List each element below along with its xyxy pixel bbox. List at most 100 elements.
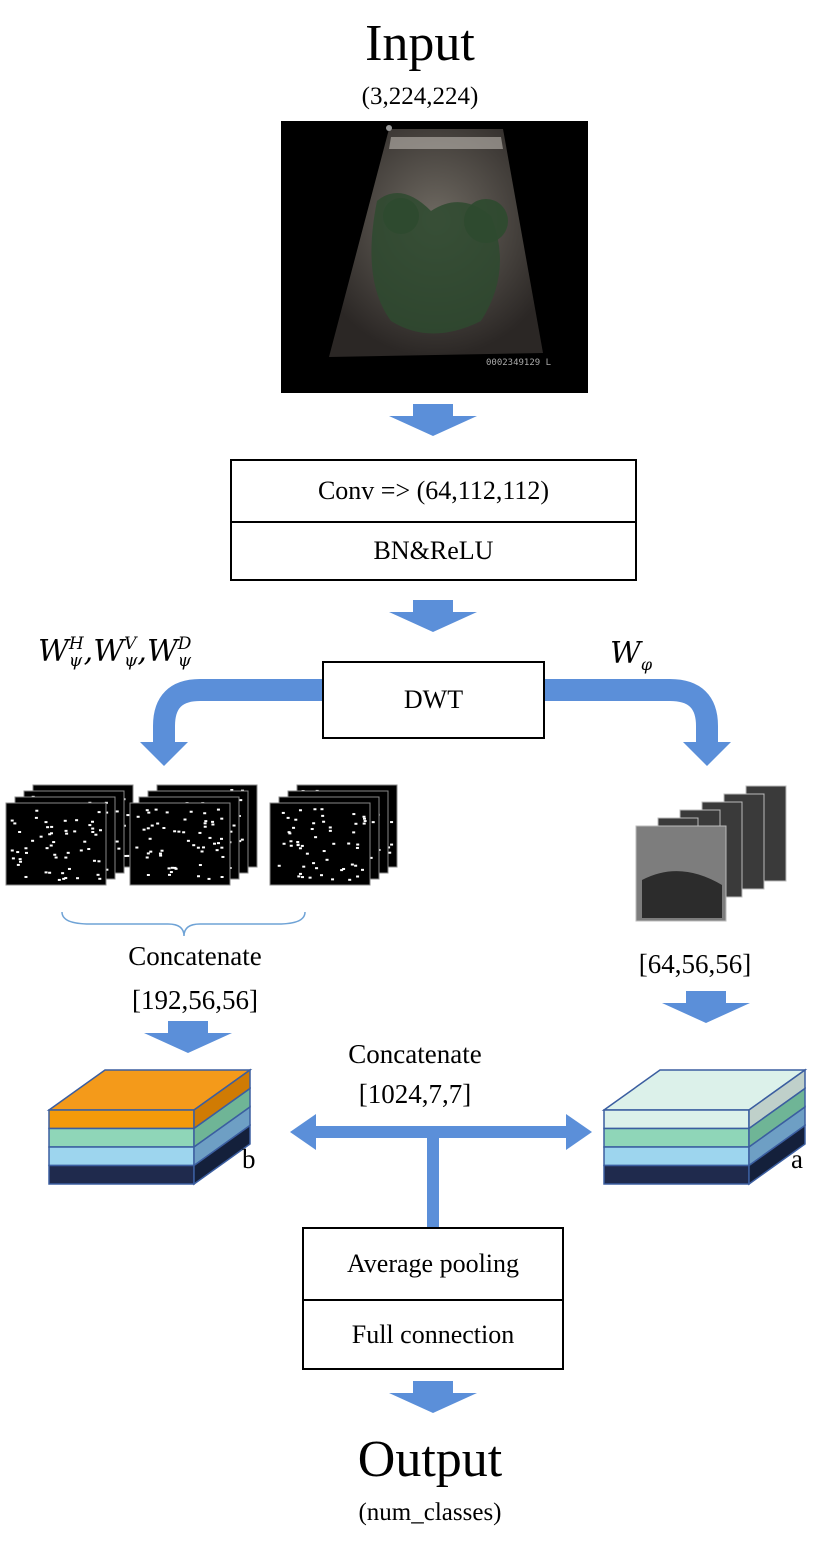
feature-noise	[213, 842, 217, 845]
feature-noise	[115, 840, 119, 843]
feature-noise	[34, 816, 38, 819]
svg-text:0002349129 L: 0002349129 L	[486, 358, 551, 368]
dwt-branch-left-head	[140, 742, 188, 766]
feature-noise	[356, 843, 360, 846]
feature-noise	[145, 809, 149, 812]
down-arrow-output	[389, 1381, 477, 1413]
feature-noise	[92, 859, 96, 862]
feature-noise	[94, 833, 98, 836]
feature-noise	[196, 846, 200, 849]
feature-noise	[300, 876, 304, 879]
stack-label-a: a	[791, 1144, 803, 1174]
feature-noise	[286, 816, 290, 819]
feature-noise	[91, 820, 95, 823]
feature-noise	[79, 849, 83, 852]
feature-noise	[289, 840, 293, 843]
feature-noise	[18, 830, 22, 833]
feature-noise	[216, 842, 220, 845]
feature-noise	[96, 873, 100, 876]
feature-noise	[18, 858, 22, 861]
bn-relu-cell: BN&ReLU	[373, 536, 494, 565]
feature-noise	[352, 831, 356, 834]
feature-noise	[371, 821, 375, 824]
feature-noise	[169, 871, 173, 874]
feature-noise	[146, 873, 150, 876]
feature-noise	[160, 849, 164, 852]
stack-b-layer-3	[48, 1164, 195, 1185]
feature-noise	[31, 839, 35, 842]
feature-noise	[298, 809, 302, 812]
feature-noise	[296, 844, 300, 847]
feature-noise	[387, 846, 391, 849]
feature-noise	[145, 856, 149, 859]
feature-noise	[282, 842, 286, 845]
feature-noise	[11, 857, 15, 860]
feature-noise	[123, 854, 127, 857]
feature-noise	[220, 846, 224, 849]
feature-noise	[296, 840, 300, 843]
feature-noise	[19, 860, 23, 863]
full-connection-cell: Full connection	[351, 1319, 515, 1349]
feature-noise	[230, 789, 234, 792]
feature-noise	[355, 846, 359, 849]
feature-noise	[75, 819, 79, 822]
wavelet-base: W	[146, 634, 178, 669]
feature-noise	[239, 799, 243, 802]
feature-noise	[321, 814, 325, 817]
feature-noise	[48, 871, 52, 874]
output-shape: (num_classes)	[358, 1499, 502, 1526]
wavelet-base: W	[93, 634, 125, 669]
feature-noise	[16, 863, 20, 866]
feature-noise	[369, 856, 373, 859]
feature-noise	[203, 812, 207, 815]
feature-noise	[320, 874, 324, 877]
feature-noise	[61, 872, 65, 875]
down-arrow-1	[389, 404, 477, 436]
middle-arrow-left-head	[290, 1114, 316, 1150]
feature-noise	[35, 809, 39, 812]
feature-noise	[352, 813, 356, 816]
high-freq-map-2	[269, 802, 371, 886]
feature-noise	[173, 830, 177, 833]
feature-noise	[98, 829, 102, 832]
feature-noise	[64, 877, 68, 880]
feature-noise	[203, 822, 207, 825]
feature-noise	[340, 869, 344, 872]
feature-noise	[354, 822, 358, 825]
feature-noise	[50, 825, 54, 828]
feature-noise	[87, 848, 91, 851]
feature-noise	[197, 875, 201, 878]
input-title: Input	[365, 15, 475, 72]
feature-noise	[362, 817, 366, 820]
feature-noise	[204, 820, 208, 823]
feature-noise	[167, 867, 171, 870]
feature-noise	[294, 818, 298, 821]
wavelet-subscript: ψ	[124, 651, 138, 671]
down-arrow-2	[389, 600, 477, 632]
concatenate-brace	[61, 911, 306, 937]
feature-noise	[347, 842, 351, 845]
dwt-branch-left	[153, 679, 322, 746]
feature-noise	[292, 826, 296, 829]
feature-noise	[356, 875, 360, 878]
feature-noise	[183, 818, 187, 821]
feature-noise	[66, 851, 70, 854]
feature-noise	[221, 855, 225, 858]
feature-noise	[300, 844, 304, 847]
feature-noise	[203, 825, 207, 828]
feature-noise	[211, 820, 215, 823]
classifier-head: Average pooling Full connection	[302, 1227, 564, 1370]
feature-noise	[202, 846, 206, 849]
feature-noise	[165, 811, 169, 814]
feature-noise	[52, 841, 56, 844]
feature-noise	[105, 811, 109, 814]
feature-noise	[88, 824, 92, 827]
feature-noise	[229, 830, 233, 833]
feature-noise	[281, 811, 285, 814]
feature-noise	[115, 810, 119, 813]
feature-noise	[39, 835, 43, 838]
feature-noise	[148, 837, 152, 840]
feature-noise	[126, 854, 130, 857]
dwt-branch-right-head	[683, 742, 731, 766]
feature-noise	[63, 819, 67, 822]
